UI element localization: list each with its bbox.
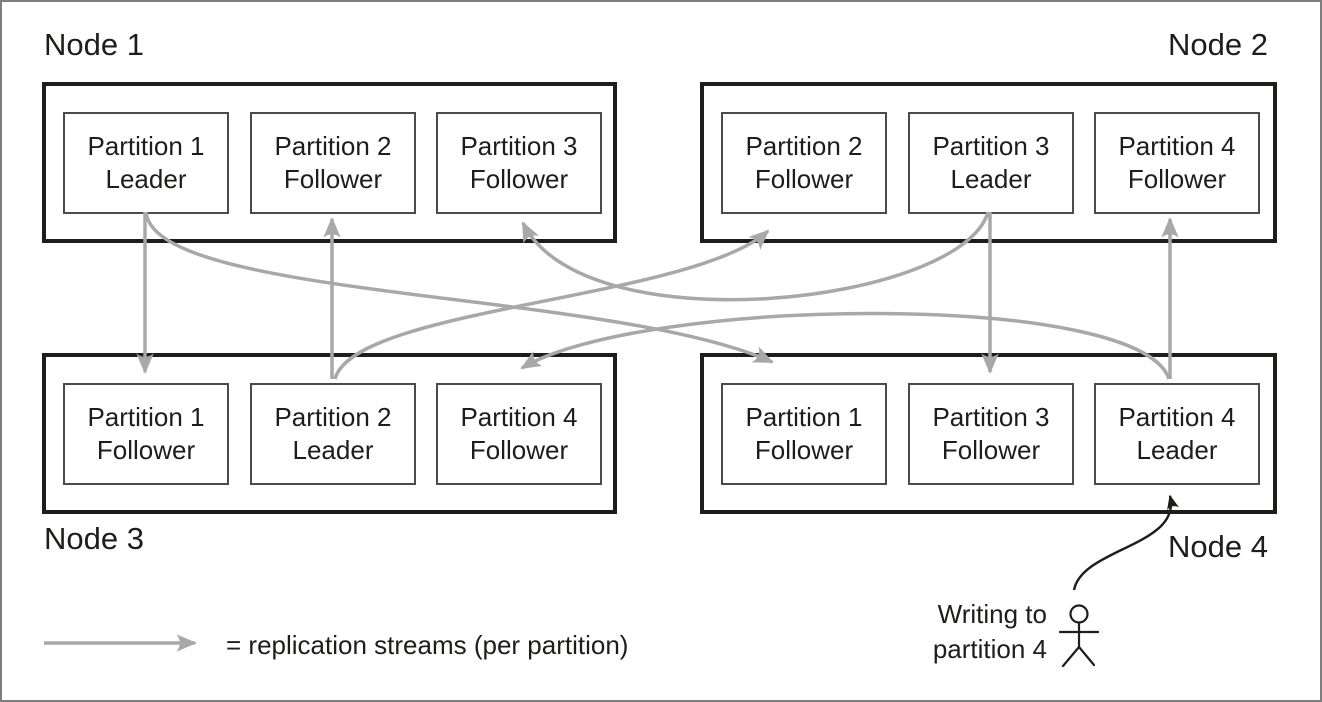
partition-title: Partition 2 xyxy=(745,131,863,161)
partition-role: Follower xyxy=(941,435,1041,465)
node3-partition1-follower: Partition 1 Follower xyxy=(63,383,229,485)
partition-role: Leader xyxy=(950,164,1032,194)
partition-role: Follower xyxy=(754,164,854,194)
node3-label: Node 3 xyxy=(44,521,144,556)
writer-label-line1: Writing to xyxy=(937,599,1047,629)
partition-title: Partition 3 xyxy=(932,402,1050,432)
node3-partition4-follower: Partition 4 Follower xyxy=(436,383,602,485)
partition-role: Follower xyxy=(469,435,569,465)
partition-title: Partition 4 xyxy=(1118,131,1236,161)
partition-role: Follower xyxy=(469,164,569,194)
partition-role: Follower xyxy=(96,435,196,465)
partition-title: Partition 4 xyxy=(460,402,578,432)
partition-title: Partition 2 xyxy=(274,131,392,161)
partition-title: Partition 2 xyxy=(274,402,392,432)
partition-title: Partition 1 xyxy=(87,402,205,432)
node3-box: Partition 1 Follower Partition 2 Leader … xyxy=(42,353,617,514)
node4-label: Node 4 xyxy=(1168,529,1268,564)
partition-role: Leader xyxy=(1136,435,1218,465)
stick-figure-icon xyxy=(1058,604,1100,668)
partition-role: Leader xyxy=(292,435,374,465)
node1-label: Node 1 xyxy=(44,27,144,62)
node4-partition1-follower: Partition 1 Follower xyxy=(721,383,887,485)
node1-partition2-follower: Partition 2 Follower xyxy=(250,112,416,214)
partition-title: Partition 3 xyxy=(932,131,1050,161)
node1-partition1-leader: Partition 1 Leader xyxy=(63,112,229,214)
partition-title: Partition 1 xyxy=(87,131,205,161)
partition-role: Follower xyxy=(754,435,854,465)
node4-partition3-follower: Partition 3 Follower xyxy=(908,383,1074,485)
node2-partition3-leader: Partition 3 Leader xyxy=(908,112,1074,214)
writer-label: Writing to partition 4 xyxy=(882,597,1047,667)
writer-label-line2: partition 4 xyxy=(932,634,1047,664)
node2-label: Node 2 xyxy=(1168,27,1268,62)
node4-partition4-leader: Partition 4 Leader xyxy=(1094,383,1260,485)
partition-title: Partition 3 xyxy=(460,131,578,161)
node4-box: Partition 1 Follower Partition 3 Followe… xyxy=(700,353,1277,514)
node2-partition4-follower: Partition 4 Follower xyxy=(1094,112,1260,214)
partition-role: Follower xyxy=(283,164,383,194)
node2-box: Partition 2 Follower Partition 3 Leader … xyxy=(700,82,1277,243)
node1-partition3-follower: Partition 3 Follower xyxy=(436,112,602,214)
partition-role: Follower xyxy=(1127,164,1227,194)
partition-title: Partition 4 xyxy=(1118,402,1236,432)
partition-title: Partition 1 xyxy=(745,402,863,432)
node3-partition2-leader: Partition 2 Leader xyxy=(250,383,416,485)
legend-label: = replication streams (per partition) xyxy=(226,630,629,660)
node1-box: Partition 1 Leader Partition 2 Follower … xyxy=(42,82,617,243)
node2-partition2-follower: Partition 2 Follower xyxy=(721,112,887,214)
partition-role: Leader xyxy=(105,164,187,194)
